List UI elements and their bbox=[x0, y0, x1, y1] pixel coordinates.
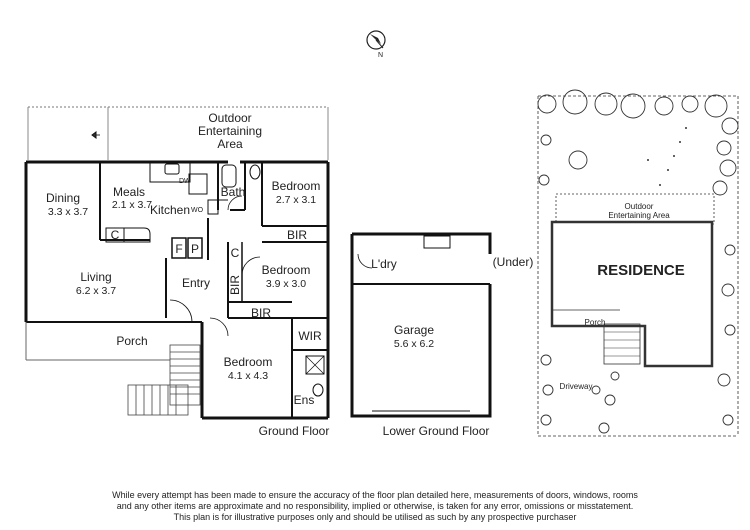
dining-dimensions: 3.3 x 3.7 bbox=[47, 206, 89, 218]
disclaimer-line-2: and any other items are approximate and … bbox=[116, 501, 634, 511]
site-porch-label: Porch bbox=[584, 318, 606, 327]
living-label: Living bbox=[80, 270, 112, 284]
kitchen-label: Kitchen bbox=[149, 203, 191, 217]
bir2-label: BIR bbox=[228, 275, 242, 296]
north-label: N bbox=[378, 52, 384, 59]
dishwasher-label: DW bbox=[179, 178, 191, 185]
ensuite-label: Ens bbox=[293, 393, 315, 407]
bedroom1-dimensions: 2.7 x 3.1 bbox=[275, 194, 317, 206]
dining-label: Dining bbox=[45, 191, 81, 205]
bir1-label: BIR bbox=[286, 228, 307, 242]
pantry-label: P bbox=[190, 242, 199, 256]
entry-label: Entry bbox=[181, 276, 210, 290]
bedroom3-label: Bedroom bbox=[223, 355, 273, 369]
meals-dimensions: 2.1 x 3.7 bbox=[111, 199, 153, 211]
driveway-label: Driveway bbox=[559, 382, 593, 391]
bedroom3-dimensions: 4.1 x 4.3 bbox=[227, 370, 269, 382]
tree-icon bbox=[537, 89, 739, 434]
garage-label: Garage bbox=[393, 323, 435, 337]
garage-dimensions: 5.6 x 6.2 bbox=[393, 338, 435, 350]
wir-label: WIR bbox=[298, 329, 322, 343]
cupboard1-label: C bbox=[110, 228, 120, 242]
disclaimer-line-3: This plan is for illustrative purposes o… bbox=[173, 512, 577, 522]
bath-label: Bath bbox=[220, 185, 246, 199]
living-dimensions: 6.2 x 3.7 bbox=[75, 285, 117, 297]
disclaimer-line-1: While every attempt has been made to ens… bbox=[112, 490, 638, 500]
laundry-label: L'dry bbox=[371, 257, 397, 271]
under-label: (Under) bbox=[492, 255, 534, 269]
fridge-label: F bbox=[175, 242, 183, 256]
ground-floor-caption: Ground Floor bbox=[258, 424, 330, 438]
bedroom1-label: Bedroom bbox=[271, 179, 321, 193]
bir3-label: BIR bbox=[250, 306, 271, 320]
compass-icon bbox=[366, 30, 386, 50]
lower-ground-floor-caption: Lower Ground Floor bbox=[382, 424, 490, 438]
ground-floor-plan bbox=[24, 106, 330, 420]
site-outdoor-area-label: Outdoor Entertaining Area bbox=[608, 202, 670, 220]
meals-label: Meals bbox=[112, 185, 145, 199]
lower-ground-floor-plan bbox=[350, 232, 492, 418]
porch-label: Porch bbox=[116, 334, 148, 348]
wall-oven-label: WO bbox=[191, 207, 204, 214]
outdoor-area-label: Outdoor Entertaining Area bbox=[197, 111, 263, 151]
cupboard2-label: C bbox=[230, 246, 240, 260]
site-plan bbox=[537, 89, 739, 437]
disclaimer: While every attempt has been made to ens… bbox=[0, 490, 750, 523]
bedroom2-dimensions: 3.9 x 3.0 bbox=[265, 278, 307, 290]
bedroom2-label: Bedroom bbox=[261, 263, 311, 277]
residence-label: RESIDENCE bbox=[597, 262, 685, 279]
